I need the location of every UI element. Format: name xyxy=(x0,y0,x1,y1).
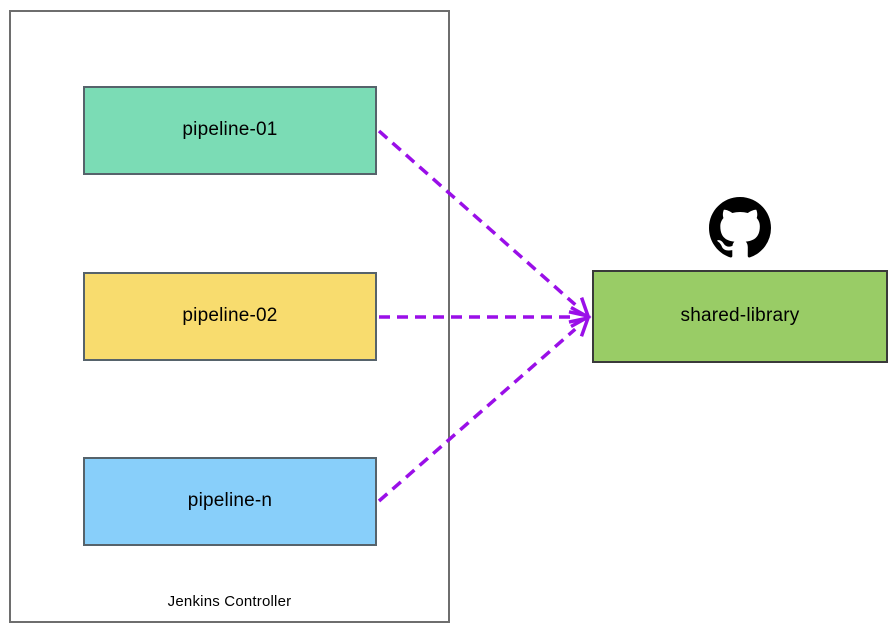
node-pipeline-n-label: pipeline-n xyxy=(187,490,273,512)
edge-arrowhead-pipeline-n-to-shared-library xyxy=(568,315,591,337)
node-shared-library[interactable]: shared-library xyxy=(592,270,888,363)
node-pipeline-01[interactable]: pipeline-01 xyxy=(83,86,377,175)
edge-arrowhead-pipeline-02-to-shared-library xyxy=(570,305,592,329)
node-shared-library-label: shared-library xyxy=(680,305,800,327)
node-pipeline-01-label: pipeline-01 xyxy=(182,119,278,141)
node-pipeline-02[interactable]: pipeline-02 xyxy=(83,272,377,361)
node-pipeline-02-label: pipeline-02 xyxy=(182,305,278,327)
node-pipeline-n[interactable]: pipeline-n xyxy=(83,457,377,546)
jenkins-controller-label: Jenkins Controller xyxy=(167,593,292,610)
github-icon xyxy=(709,197,771,259)
edge-arrowhead-pipeline-01-to-shared-library xyxy=(568,297,591,319)
